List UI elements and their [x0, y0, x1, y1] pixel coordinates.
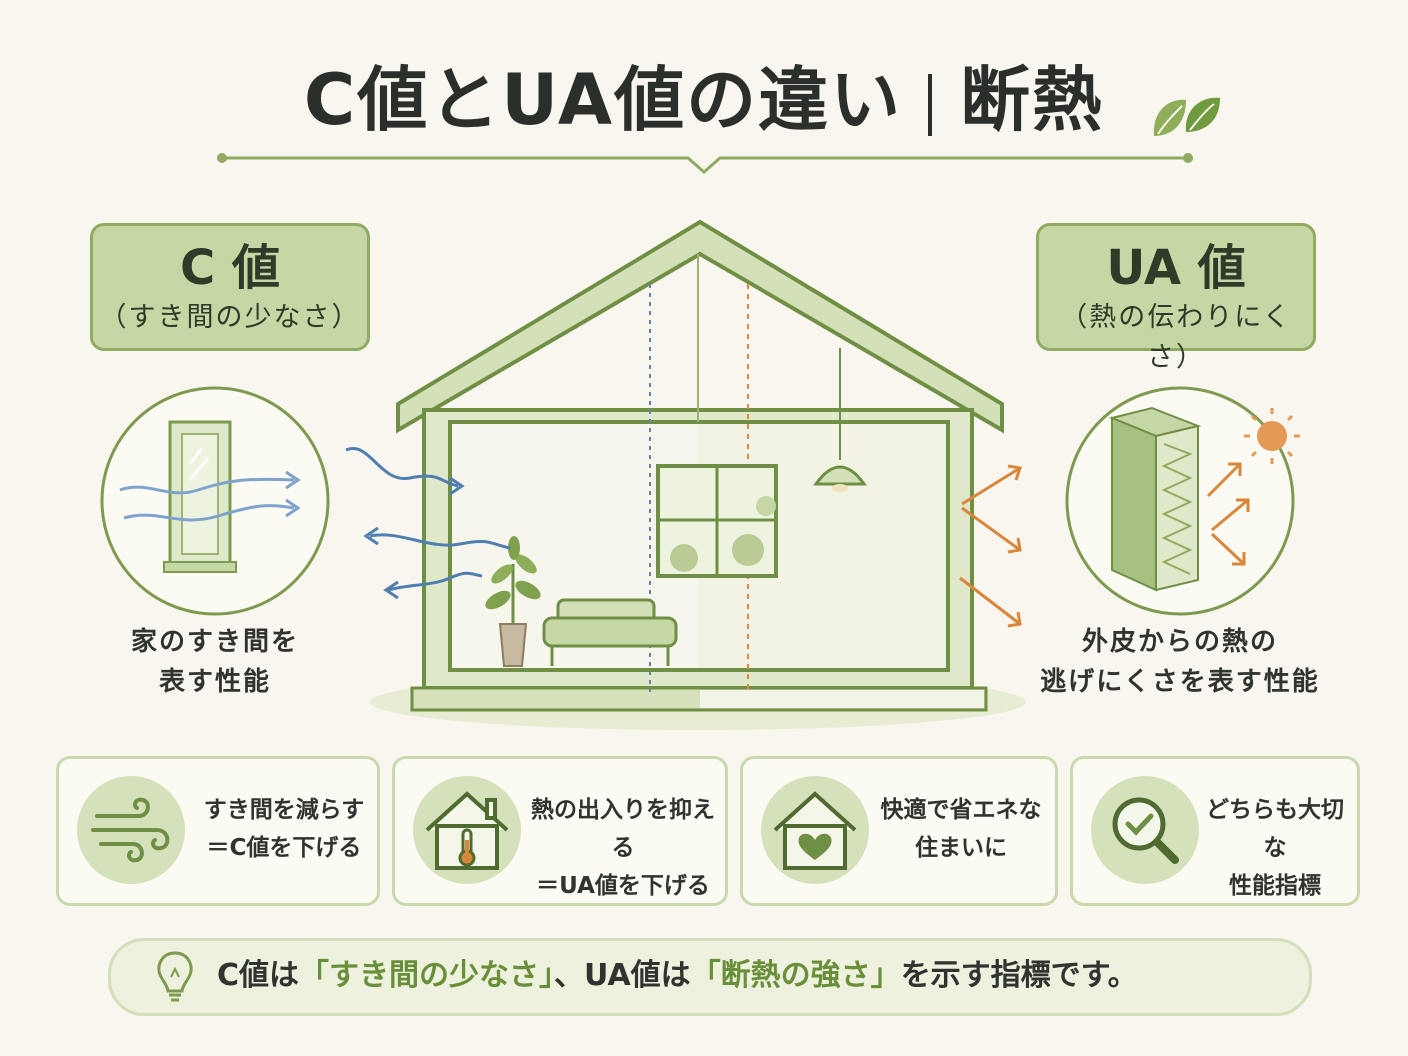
plant-icon — [485, 536, 541, 667]
house-thermometer-icon — [413, 776, 521, 884]
heat-arrows-icon — [1206, 462, 1250, 566]
card-comfort: 快適で省エネな 住まいに — [740, 756, 1058, 906]
card-reduce-gaps-text: すき間を減らす ＝C値を下げる — [203, 797, 365, 861]
window-icon — [656, 464, 778, 578]
pendant-lamp-icon — [813, 348, 867, 492]
sun-icon — [1244, 408, 1300, 464]
roof — [396, 219, 1004, 434]
summary-highlight-insulation: 「断熱の強さ」 — [690, 958, 901, 993]
lightbulb-icon — [157, 951, 193, 1002]
summary-text: C値は「すき間の少なさ」、UA値は「断熱の強さ」を示す指標です。 — [217, 958, 1138, 993]
card-reduce-gaps: すき間を減らす ＝C値を下げる — [56, 756, 380, 906]
card-reduce-heat-text: 熱の出入りを抑える ＝UA値を下げる — [531, 797, 715, 899]
leaf-icon — [1153, 97, 1220, 136]
insulation-panel-icon — [1108, 406, 1202, 592]
ua-value-caption-line1: 外皮からの熱の — [1081, 627, 1278, 657]
house-cross-section — [345, 219, 1026, 730]
air-leak-arrows-icon — [345, 447, 511, 600]
ua-value-caption-line2: 逃げにくさを表す性能 — [1040, 667, 1320, 697]
magnifier-check-icon — [1091, 776, 1199, 884]
title-area: C値とUA値の違い断熱 — [0, 52, 1408, 152]
page-title: C値とUA値の違い断熱 — [304, 52, 1104, 148]
heat-escape-arrows-icon — [959, 464, 1022, 628]
c-value-label: C 値 （すき間の少なさ） — [90, 223, 370, 351]
card-comfort-text: 快適で省エネな 住まいに — [880, 797, 1042, 861]
ua-value-caption: 外皮からの熱の 逃げにくさを表す性能 — [1030, 622, 1330, 702]
ua-value-title: UA 値 — [1106, 240, 1246, 296]
wind-icon — [77, 776, 185, 884]
air-flow-icon — [119, 470, 301, 522]
c-value-caption: 家のすき間を 表す性能 — [90, 622, 340, 702]
title-sub: 断熱 — [960, 59, 1105, 141]
c-value-caption-line1: 家のすき間を — [130, 627, 299, 657]
summary-highlight-gaps: 「すき間の少なさ」 — [299, 958, 555, 993]
house-heart-icon — [761, 776, 869, 884]
c-value-caption-line2: 表す性能 — [158, 667, 271, 697]
card-both-important: どちらも大切な 性能指標 — [1070, 756, 1360, 906]
title-divider — [217, 153, 1193, 174]
summary-bar: C値は「すき間の少なさ」、UA値は「断熱の強さ」を示す指標です。 — [108, 938, 1312, 1016]
c-value-title: C 値 — [180, 240, 280, 296]
ua-value-subtitle: （熱の伝わりにくさ） — [1060, 302, 1292, 373]
insulation-illustration — [1065, 386, 1300, 616]
window-frame-icon — [163, 420, 237, 573]
sofa-icon — [542, 598, 678, 666]
ua-value-label: UA 値 （熱の伝わりにくさ） — [1036, 223, 1316, 373]
c-value-subtitle: （すき間の少なさ） — [99, 302, 361, 333]
card-reduce-heat: 熱の出入りを抑える ＝UA値を下げる — [392, 756, 728, 906]
card-both-important-text: どちらも大切な 性能指標 — [1206, 797, 1344, 899]
title-main: C値とUA値の違い — [303, 59, 903, 141]
title-separator — [928, 73, 933, 136]
airtightness-illustration — [100, 386, 330, 616]
